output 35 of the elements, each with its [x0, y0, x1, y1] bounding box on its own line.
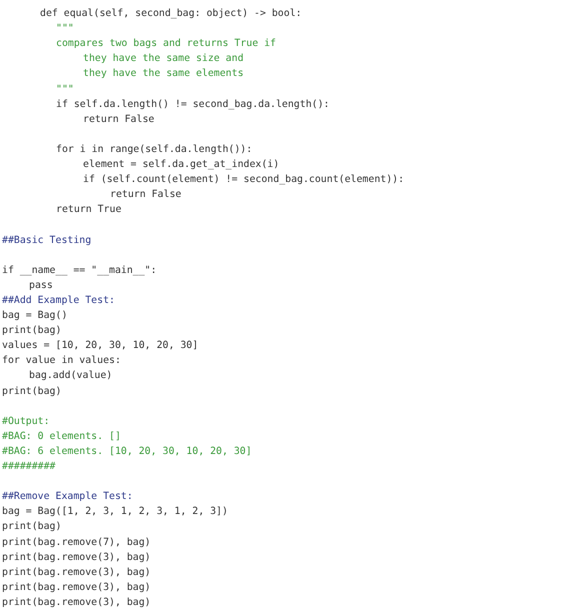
comment-line: ######### [2, 461, 56, 473]
comment-line: #BAG: 6 elements. [10, 20, 30, 10, 20, 30] [2, 446, 252, 458]
code-line: for value in values: [2, 355, 121, 368]
code-line: if self.da.length() != second_bag.da.length(): [56, 98, 330, 111]
docstring-line: """ [56, 84, 74, 96]
comment-line: #BAG: 0 elements. [] [2, 430, 121, 443]
code-line: return False [110, 189, 182, 202]
code-line: for i in range(self.da.length()): [56, 144, 252, 156]
code-line: return True [56, 204, 122, 216]
code-line: bag.add(value) [29, 370, 112, 382]
code-line: print(bag) [2, 325, 62, 338]
comment-line: ##Remove Example Test: [2, 491, 133, 504]
code-line: bag = Bag() [2, 310, 68, 322]
comment-line: #Output: [2, 416, 50, 428]
code-line: pass [29, 280, 53, 292]
docstring-line: """ [56, 23, 74, 36]
code-line: print(bag.remove(3), bag) [2, 582, 151, 594]
docstring-line: they have the same elements [83, 68, 244, 80]
docstring-line: compares two bags and returns True if [56, 38, 276, 50]
code-line: print(bag.remove(3), bag) [2, 596, 151, 609]
docstring-line: they have the same size and [83, 53, 244, 66]
code-line: element = self.da.get_at_index(i) [83, 159, 280, 171]
code-line: print(bag.remove(3), bag) [2, 566, 151, 579]
code-line: print(bag) [2, 386, 62, 398]
code-line: values = [10, 20, 30, 10, 20, 30] [2, 340, 198, 352]
comment-line: ##Basic Testing [2, 234, 92, 246]
code-line: print(bag) [2, 521, 62, 534]
code-line: def equal(self, second_bag: object) -> bool: [40, 8, 302, 20]
code-line: print(bag.remove(3), bag) [2, 552, 151, 564]
comment-line: ##Add Example Test: [2, 294, 115, 307]
code-line: if (self.count(element) != second_bag.count(element)): [83, 174, 404, 186]
code-line: bag = Bag([1, 2, 3, 1, 2, 3, 1, 2, 3]) [2, 506, 228, 518]
code-line: return False [83, 114, 154, 126]
code-line: if __name__ == "__main__": [2, 264, 157, 277]
code-line: print(bag.remove(7), bag) [2, 536, 151, 548]
